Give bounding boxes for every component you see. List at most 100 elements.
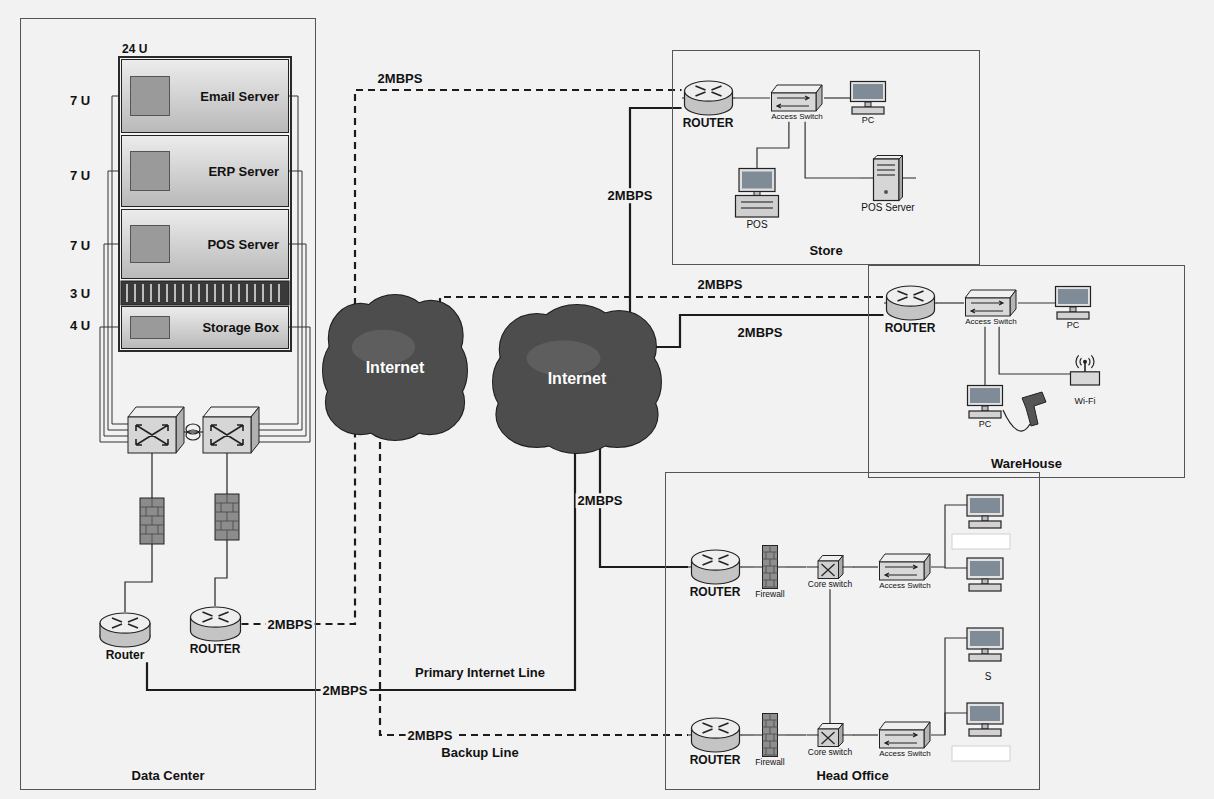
switch-front (880, 562, 925, 580)
firewall-icon (215, 494, 239, 540)
site-label: Head Office (816, 768, 888, 783)
site-label-holder: Store (673, 241, 979, 259)
monitor (1056, 287, 1091, 307)
label-holder: 4 U (68, 316, 92, 334)
wire (151, 453, 152, 498)
lan-link (735, 97, 771, 98)
rack-unit-label: 7 U (68, 93, 92, 108)
keyboard (969, 411, 1001, 418)
pos-server-symbol (860, 155, 916, 201)
core-switch-symbol (807, 723, 854, 747)
router-icon (100, 613, 150, 647)
monitor (851, 82, 886, 102)
pc-symbol (1055, 286, 1091, 320)
rack-heading-holder: 24 U (122, 39, 147, 57)
switch-icon (879, 722, 930, 748)
core-front (818, 561, 839, 579)
router-symbol (189, 606, 242, 642)
router-arrows (202, 612, 228, 622)
server-wires (100, 96, 310, 442)
firewall-bricks (140, 498, 164, 544)
pos-terminal-symbol (735, 168, 779, 218)
site-label-holder: Head Office (666, 766, 1039, 784)
router-top (684, 81, 732, 101)
firewall-bricks (762, 545, 778, 589)
redaction-box (952, 534, 1010, 549)
bandwidth-label: 2MBPS (376, 71, 425, 86)
stand (865, 102, 871, 107)
router: ROUTER (689, 717, 742, 767)
site-label: WareHouse (991, 456, 1062, 471)
pc: PC (967, 385, 1003, 430)
access-switch-symbol (964, 289, 1018, 317)
server-bezel (130, 316, 170, 339)
tower-body (874, 159, 900, 201)
firewall-body (140, 498, 164, 544)
router-icon (691, 550, 739, 584)
router-top (691, 718, 739, 738)
server-bezel (130, 225, 170, 263)
lan-link (757, 122, 789, 168)
pc-icon (1056, 287, 1091, 320)
core-switch: Core switch (807, 723, 854, 757)
posterm-icon (736, 169, 779, 218)
router-label: ROUTER (690, 754, 741, 767)
lan-link (829, 589, 830, 723)
router-label: ROUTER (690, 586, 741, 599)
router-symbol (689, 549, 742, 585)
wifi-icon (1071, 355, 1100, 385)
firewall-icon (140, 498, 164, 544)
switch-arrows (885, 565, 917, 577)
router-symbol (689, 717, 742, 753)
server-bezel (130, 76, 170, 116)
router-icon (190, 607, 240, 641)
tower-side (899, 156, 903, 201)
switch-top (965, 290, 1016, 298)
site-label: Store (809, 243, 842, 258)
core-front (818, 729, 839, 747)
router: ROUTER (682, 80, 735, 130)
antenna-tip (1083, 360, 1087, 364)
switch-icon (128, 407, 184, 453)
pc-symbol (850, 81, 886, 115)
server-rack: Email ServerERP ServerPOS ServerStorage … (118, 56, 292, 352)
screen (970, 388, 1000, 403)
core-switch-label: Core switch (808, 748, 852, 757)
access-switch-label: Access Switch (771, 113, 823, 122)
pc-icon (851, 82, 886, 115)
label-holder: S (983, 666, 994, 684)
lan-link (854, 734, 879, 735)
wire-stub (682, 97, 735, 98)
firewall: Firewall (754, 545, 786, 599)
rack-unit-label: 7 U (68, 238, 92, 253)
line-name: Backup Line (439, 745, 520, 760)
wan-link (242, 430, 356, 624)
switch-arrows (136, 425, 168, 445)
switch-front (128, 417, 176, 453)
access-switch-symbol (878, 553, 932, 581)
switch-arrows (211, 425, 243, 445)
router-symbol (99, 612, 151, 648)
signal-arc (1091, 355, 1094, 368)
access-switch-label: Access Switch (879, 582, 931, 591)
lan-link (984, 327, 985, 385)
switch-top (128, 407, 184, 417)
router-arrows (702, 555, 728, 565)
switch-top (879, 554, 930, 562)
router-icon (684, 81, 732, 115)
link-label-holder: 2MBPS (696, 275, 745, 293)
pc: PC (1055, 286, 1091, 331)
pos-keys (741, 202, 773, 208)
lan-link (786, 566, 807, 567)
switch-front (966, 298, 1011, 316)
bandwidth-label: 2MBPS (576, 493, 625, 508)
switch-arrows (777, 96, 809, 108)
core-switch-label: Core switch (808, 580, 852, 589)
access-switch-symbol (878, 721, 932, 749)
stack-ring (186, 424, 200, 434)
pc-icon (967, 628, 1003, 661)
site-box: ROUTERAccess SwitchPCWi-FiPCWareHouse (868, 265, 1185, 478)
router-label: ROUTER (190, 643, 241, 656)
wifi-access-point-symbol (1070, 352, 1100, 396)
router-label: ROUTER (683, 117, 734, 130)
